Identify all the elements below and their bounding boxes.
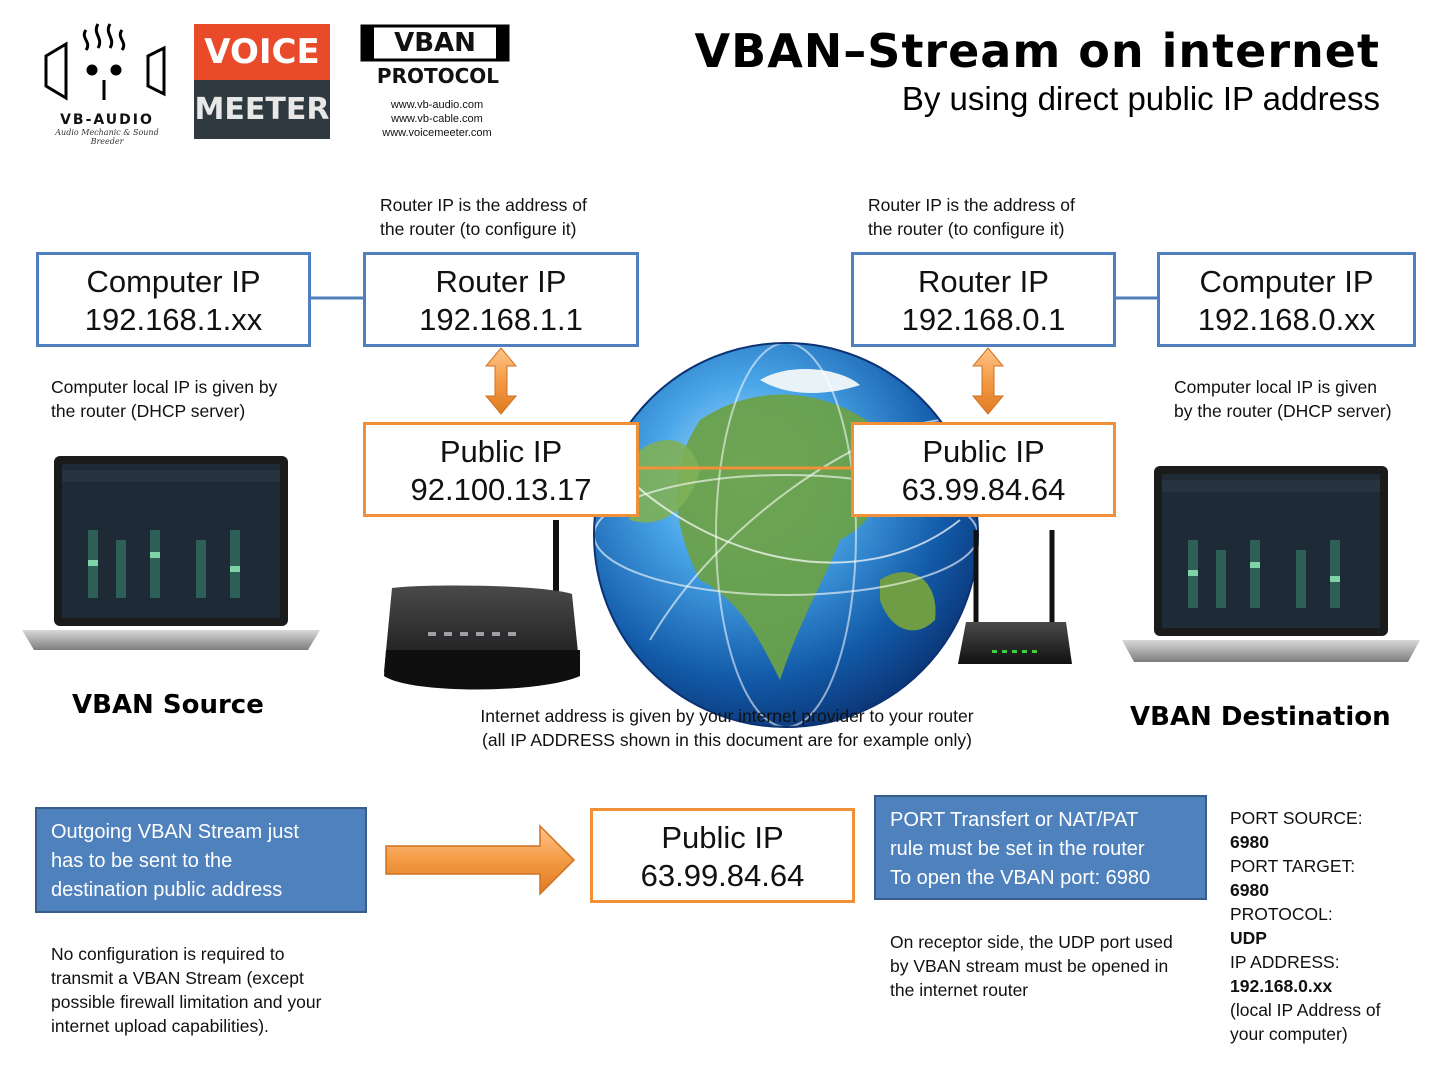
router-left-image bbox=[384, 520, 580, 690]
voicemeeter-logo: VOICE MEETER bbox=[194, 24, 330, 139]
port-source-value: 6980 bbox=[1230, 830, 1380, 854]
vbaudio-logo-icon bbox=[44, 23, 166, 101]
receptor-note: On receptor side, the UDP port used by V… bbox=[890, 930, 1173, 1002]
left-computer-note-line: the router (DHCP server) bbox=[51, 401, 246, 421]
vbaudio-logo-text: VB-AUDIO Audio Mechanic & Sound Breeder bbox=[40, 112, 174, 146]
router-right-image bbox=[958, 530, 1072, 664]
ip-address-value-text: 192.168.0.xx bbox=[1230, 976, 1333, 996]
left-router-note-line: Router IP is the address of bbox=[380, 195, 587, 215]
box-ip: 63.99.84.64 bbox=[901, 472, 1066, 507]
internet-note-line: (all IP ADDRESS shown in this document a… bbox=[482, 730, 972, 750]
right-router-ip-box: Router IP 192.168.0.1 bbox=[851, 252, 1116, 347]
laptop-right-image bbox=[1122, 466, 1420, 662]
no-config-line: possible firewall limitation and your bbox=[51, 992, 322, 1012]
left-computer-note: Computer local IP is given by the router… bbox=[51, 375, 277, 423]
ip-address-value: 192.168.0.xx bbox=[1230, 974, 1380, 998]
right-public-ip-box: Public IP 63.99.84.64 bbox=[851, 422, 1116, 517]
url-voicemeeter: www.voicemeeter.com bbox=[382, 127, 492, 139]
no-config-line: No configuration is required to bbox=[51, 944, 285, 964]
port-source-label: PORT SOURCE: bbox=[1230, 808, 1363, 828]
outgoing-line: Outgoing VBAN Stream just bbox=[51, 821, 299, 843]
target-public-ip-box: Public IP 63.99.84.64 bbox=[590, 808, 855, 903]
box-label: Public IP bbox=[661, 820, 784, 855]
port-target-label: PORT TARGET: bbox=[1230, 856, 1356, 876]
receptor-line: On receptor side, the UDP port used bbox=[890, 932, 1173, 952]
right-router-note-line: Router IP is the address of bbox=[868, 195, 1075, 215]
box-label: Computer IP bbox=[1199, 264, 1374, 299]
globe-image bbox=[593, 342, 979, 728]
no-config-note: No configuration is required to transmit… bbox=[51, 942, 321, 1038]
port-rule-line: rule must be set in the router bbox=[890, 838, 1145, 860]
url-vbcable: www.vb-cable.com bbox=[391, 113, 483, 125]
internet-note-line: Internet address is given by your intern… bbox=[480, 706, 974, 726]
outgoing-stream-note: Outgoing VBAN Stream just has to be sent… bbox=[35, 807, 367, 913]
laptop-left-image bbox=[22, 456, 320, 650]
port-rule-line: PORT Transfert or NAT/PAT bbox=[890, 809, 1139, 831]
right-router-note-line: the router (to configure it) bbox=[868, 219, 1065, 239]
protocol-value-text: UDP bbox=[1230, 928, 1267, 948]
left-computer-note-line: Computer local IP is given by bbox=[51, 377, 278, 397]
receptor-line: the internet router bbox=[890, 980, 1029, 1000]
right-router-note: Router IP is the address of the router (… bbox=[868, 193, 1075, 241]
outgoing-line: destination public address bbox=[51, 879, 283, 901]
right-computer-note: Computer local IP is given by the router… bbox=[1174, 375, 1392, 423]
box-ip: 192.168.1.xx bbox=[84, 302, 263, 337]
receptor-line: by VBAN stream must be opened in bbox=[890, 956, 1169, 976]
protocol-value: UDP bbox=[1230, 926, 1380, 950]
port-target-value-text: 6980 bbox=[1230, 880, 1269, 900]
box-label: Router IP bbox=[918, 264, 1049, 299]
port-settings-list: PORT SOURCE: 6980 PORT TARGET: 6980 PROT… bbox=[1230, 806, 1380, 1046]
double-arrow-left-icon bbox=[484, 347, 518, 415]
left-public-ip-box: Public IP 92.100.13.17 bbox=[363, 422, 639, 517]
box-label: Computer IP bbox=[86, 264, 261, 299]
box-label: Router IP bbox=[435, 264, 567, 299]
page-subtitle: By using direct public IP address bbox=[901, 80, 1380, 117]
right-computer-ip-box: Computer IP 192.168.0.xx bbox=[1157, 252, 1416, 347]
box-ip: 192.168.0.xx bbox=[1197, 302, 1376, 337]
port-rule-line: To open the VBAN port: 6980 bbox=[890, 867, 1151, 889]
left-router-ip-box: Router IP 192.168.1.1 bbox=[363, 252, 639, 347]
box-ip: 192.168.1.1 bbox=[419, 302, 583, 337]
port-target-value: 6980 bbox=[1230, 878, 1380, 902]
vban-logo-title: VBAN bbox=[394, 28, 476, 58]
vbaudio-name: VB-AUDIO bbox=[60, 112, 154, 128]
box-ip: 92.100.13.17 bbox=[410, 472, 592, 507]
ip-address-label: IP ADDRESS: bbox=[1230, 952, 1340, 972]
right-computer-note-line: by the router (DHCP server) bbox=[1174, 401, 1392, 421]
no-config-line: internet upload capabilities). bbox=[51, 1016, 269, 1036]
left-computer-ip-box: Computer IP 192.168.1.xx bbox=[36, 252, 311, 347]
protocol-label: PROTOCOL: bbox=[1230, 904, 1333, 924]
vban-logo-subtitle: PROTOCOL bbox=[376, 64, 500, 88]
double-arrow-right-icon bbox=[971, 347, 1005, 415]
box-ip: 63.99.84.64 bbox=[640, 858, 805, 893]
url-vbaudio: www.vb-audio.com bbox=[390, 99, 484, 111]
internet-note: Internet address is given by your intern… bbox=[440, 704, 1014, 752]
box-label: Public IP bbox=[439, 434, 563, 469]
send-arrow-icon bbox=[385, 824, 576, 896]
page-title: VBAN–Stream on internet bbox=[694, 24, 1380, 78]
box-label: Public IP bbox=[922, 434, 1045, 469]
left-router-note-line: the router (to configure it) bbox=[380, 219, 577, 239]
right-computer-note-line: Computer local IP is given bbox=[1174, 377, 1377, 397]
voicemeeter-logo-top: VOICE bbox=[194, 24, 330, 80]
destination-caption: VBAN Destination bbox=[1130, 702, 1391, 732]
left-router-note: Router IP is the address of the router (… bbox=[380, 193, 587, 241]
port-rule-note: PORT Transfert or NAT/PAT rule must be s… bbox=[874, 795, 1207, 900]
no-config-line: transmit a VBAN Stream (except bbox=[51, 968, 304, 988]
voicemeeter-logo-bottom: MEETER bbox=[194, 92, 330, 127]
outgoing-line: has to be sent to the bbox=[51, 850, 233, 872]
port-source-value-text: 6980 bbox=[1230, 832, 1269, 852]
box-ip: 192.168.0.1 bbox=[901, 302, 1066, 337]
vbaudio-tagline: Audio Mechanic & Sound Breeder bbox=[55, 128, 159, 146]
source-caption: VBAN Source bbox=[72, 690, 264, 720]
vban-logo-urls: www.vb-audio.com www.vb-cable.com www.vo… bbox=[362, 98, 512, 140]
ip-address-note-line: (local IP Address of bbox=[1230, 1000, 1381, 1020]
ip-address-note-line: your computer) bbox=[1230, 1024, 1348, 1044]
